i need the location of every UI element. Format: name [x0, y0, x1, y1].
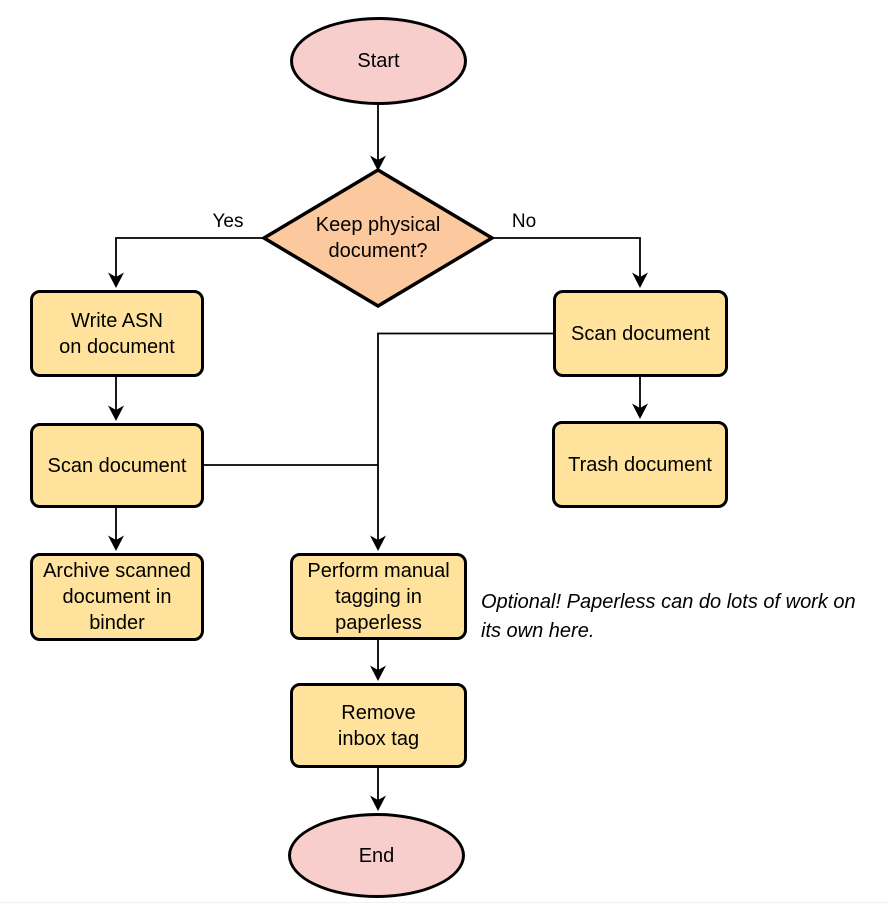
decision-diamond-polygon	[261, 168, 495, 308]
process-scan-document-left: Scan document	[30, 423, 204, 508]
edge-label-yes: Yes	[212, 211, 244, 232]
arrowhead-into-removeinbox	[370, 665, 386, 681]
arrowhead-into-archive	[108, 535, 124, 551]
arrowhead-into-trash	[632, 403, 648, 419]
start-label: Start	[357, 50, 400, 72]
write-asn-label: Write ASN on document	[59, 309, 175, 358]
scan-document-right-label: Scan document	[571, 322, 710, 345]
process-write-asn: Write ASN on document	[30, 290, 204, 377]
edge-label-no: No	[511, 211, 537, 232]
process-manual-tagging: Perform manual tagging in paperless	[290, 553, 467, 640]
trash-document-label: Trash document	[568, 453, 712, 476]
optional-annotation: Optional! Paperless can do lots of work …	[481, 591, 856, 642]
arrowhead-into-tagging	[370, 535, 386, 551]
terminal-start: Start	[290, 17, 467, 105]
manual-tagging-label: Perform manual tagging in paperless	[307, 559, 450, 634]
arrowhead-into-scanright	[632, 272, 648, 288]
process-scan-document-right: Scan document	[553, 290, 728, 377]
arrowhead-into-writeasn	[108, 272, 124, 288]
end-label: End	[358, 844, 395, 867]
scan-document-left-label: Scan document	[47, 454, 187, 477]
edge-decision-no	[491, 237, 641, 284]
arrowhead-into-scanleft	[108, 405, 124, 421]
arrowhead-into-decision	[370, 155, 386, 171]
terminal-end: End	[288, 813, 465, 898]
process-trash-document: Trash document	[552, 421, 728, 508]
process-remove-inbox-tag: Remove inbox tag	[290, 683, 467, 768]
process-archive-document: Archive scanned document in binder	[30, 553, 204, 641]
decision-diamond-shape	[261, 168, 495, 308]
page-divider	[0, 902, 888, 903]
arrowhead-into-end	[370, 795, 386, 811]
decision-keep-physical-document: Keep physical document?	[265, 168, 491, 308]
archive-document-label: Archive scanned document in binder	[43, 560, 191, 634]
edge-decision-yes	[115, 237, 265, 284]
decision-label: Keep physical document?	[315, 214, 441, 262]
remove-inbox-tag-label: Remove inbox tag	[337, 701, 420, 750]
edge-scanright-to-tagging	[377, 332, 553, 547]
